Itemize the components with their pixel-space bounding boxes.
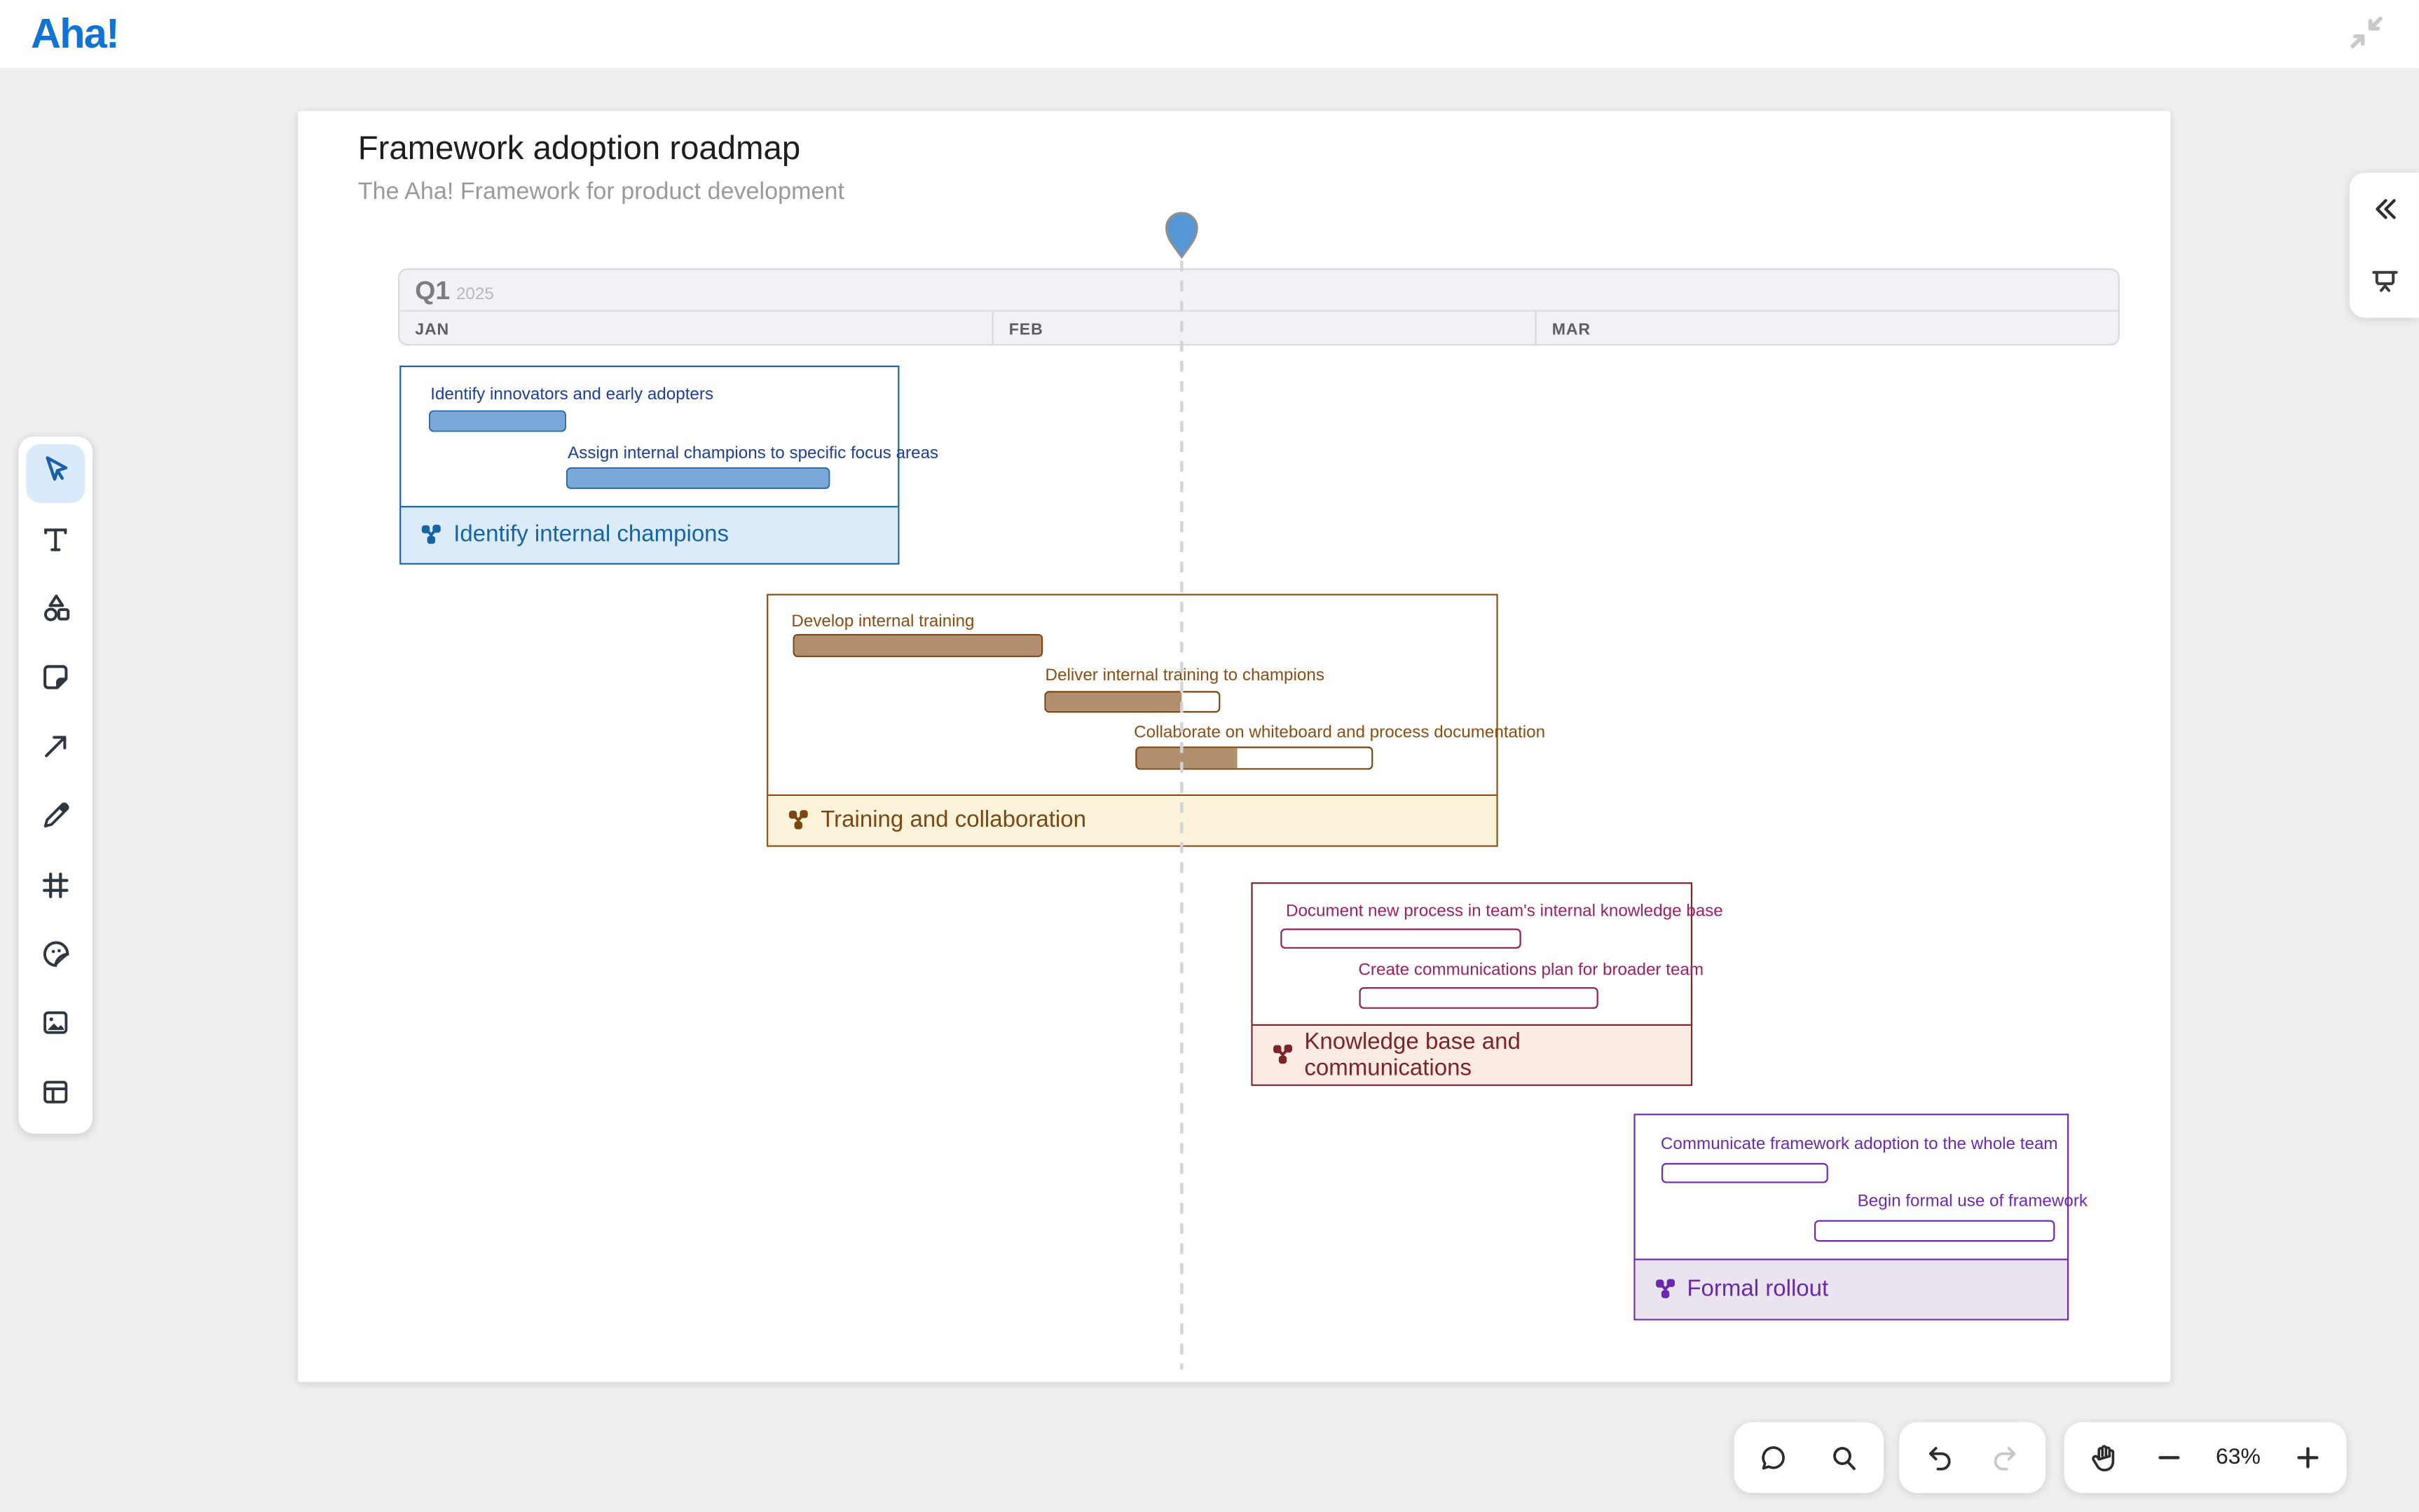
year-label: 2025	[455, 284, 494, 303]
task-label: Develop internal training	[791, 611, 975, 631]
arrow-icon	[39, 729, 72, 771]
task-label: Begin formal use of framework	[1857, 1192, 2088, 1211]
aha-logo[interactable]: Aha!	[31, 11, 120, 57]
task-bar[interactable]	[566, 467, 830, 489]
tool-shapes[interactable]	[18, 578, 92, 647]
sticker-icon	[38, 936, 74, 980]
cursor-icon	[38, 453, 74, 496]
tool-text[interactable]	[18, 509, 92, 578]
group-name: Identify internal champions	[453, 521, 729, 549]
frame-icon	[39, 868, 72, 909]
task-label: Assign internal champions to specific fo…	[568, 444, 939, 463]
tool-image[interactable]	[18, 992, 92, 1061]
month-mar: MAR	[1535, 311, 2121, 346]
roadmap-group-identify-internal-champions[interactable]: Identify innovators and early adopters A…	[399, 365, 938, 565]
tool-select[interactable]	[18, 439, 92, 509]
group-footer[interactable]: Identify internal champions	[401, 504, 898, 563]
undo-icon[interactable]	[1924, 1441, 1956, 1473]
search-icon[interactable]	[1828, 1441, 1860, 1473]
task-label: Document new process in team's internal …	[1285, 902, 1723, 921]
comment-search-toolbar	[1734, 1422, 1884, 1494]
task-bar[interactable]	[429, 410, 566, 432]
task-bar[interactable]	[1044, 690, 1221, 713]
initiative-icon	[1654, 1279, 1675, 1300]
whiteboard-canvas: Framework adoption roadmap The Aha! Fram…	[297, 111, 2171, 1382]
zoom-in-icon[interactable]	[2292, 1442, 2323, 1473]
zoom-out-icon[interactable]	[2153, 1442, 2184, 1473]
task-bar[interactable]	[1359, 987, 1599, 1009]
shapes-icon	[38, 591, 74, 634]
task-bar[interactable]	[1135, 746, 1373, 770]
pencil-icon	[39, 799, 72, 840]
tool-template[interactable]	[18, 1061, 92, 1131]
exit-fullscreen-icon[interactable]	[2346, 13, 2386, 53]
template-icon	[39, 1075, 72, 1117]
collapse-panel-icon[interactable]	[2367, 192, 2401, 226]
group-name: Formal rollout	[1687, 1276, 1829, 1303]
today-marker-line	[1180, 261, 1183, 1370]
roadmap-group-training-and-collaboration[interactable]: Develop internal training Deliver intern…	[767, 593, 1545, 846]
month-row: JAN FEB MAR	[399, 310, 2118, 346]
initiative-icon	[421, 525, 441, 545]
top-bar: Aha!	[0, 0, 2419, 68]
roadmap-group-formal-rollout[interactable]: Communicate framework adoption to the wh…	[1633, 1114, 2088, 1321]
task-label: Identify innovators and early adopters	[430, 385, 714, 404]
task-label: Communicate framework adoption to the wh…	[1660, 1135, 2058, 1154]
zoom-toolbar: 63%	[2064, 1422, 2347, 1494]
present-icon[interactable]	[2367, 265, 2401, 298]
undo-redo-toolbar	[1899, 1422, 2046, 1494]
today-pin-icon[interactable]	[1165, 212, 1198, 259]
comment-icon[interactable]	[1757, 1441, 1790, 1473]
task-bar[interactable]	[1661, 1162, 1829, 1184]
board-title: Framework adoption roadmap	[357, 129, 801, 167]
tool-sticker[interactable]	[18, 923, 92, 993]
roadmap-group-knowledge-base-and-communications[interactable]: Document new process in team's internal …	[1250, 881, 1723, 1085]
group-footer[interactable]: Knowledge base and communications	[1252, 1024, 1690, 1084]
initiative-icon	[1272, 1045, 1292, 1065]
side-panel	[2349, 172, 2419, 318]
text-icon	[39, 523, 72, 564]
task-label: Create communications plan for broader t…	[1358, 961, 1704, 980]
task-bar[interactable]	[1814, 1220, 2055, 1242]
month-feb: FEB	[992, 311, 1535, 346]
group-name: Knowledge base and communications	[1304, 1028, 1521, 1081]
sticky-note-icon	[39, 661, 72, 702]
drawing-toolbar	[18, 437, 93, 1134]
zoom-level[interactable]: 63%	[2216, 1445, 2261, 1471]
task-bar[interactable]	[1280, 928, 1521, 949]
group-footer[interactable]: Formal rollout	[1634, 1258, 2068, 1319]
task-bar[interactable]	[792, 633, 1043, 657]
month-jan: JAN	[415, 320, 450, 340]
task-label: Deliver internal training to champions	[1045, 665, 1324, 685]
redo-icon[interactable]	[1989, 1441, 2021, 1473]
tool-pen[interactable]	[18, 785, 92, 855]
board-subtitle: The Aha! Framework for product developme…	[357, 179, 844, 205]
task-label: Collaborate on whiteboard and process do…	[1134, 722, 1546, 741]
hand-tool-icon[interactable]	[2088, 1441, 2121, 1474]
tool-frame[interactable]	[18, 854, 92, 923]
group-footer[interactable]: Training and collaboration	[768, 794, 1496, 845]
tool-connector[interactable]	[18, 716, 92, 785]
initiative-icon	[788, 810, 809, 830]
image-icon	[39, 1006, 72, 1047]
tool-sticky-note[interactable]	[18, 647, 92, 716]
group-name: Training and collaboration	[821, 806, 1086, 834]
